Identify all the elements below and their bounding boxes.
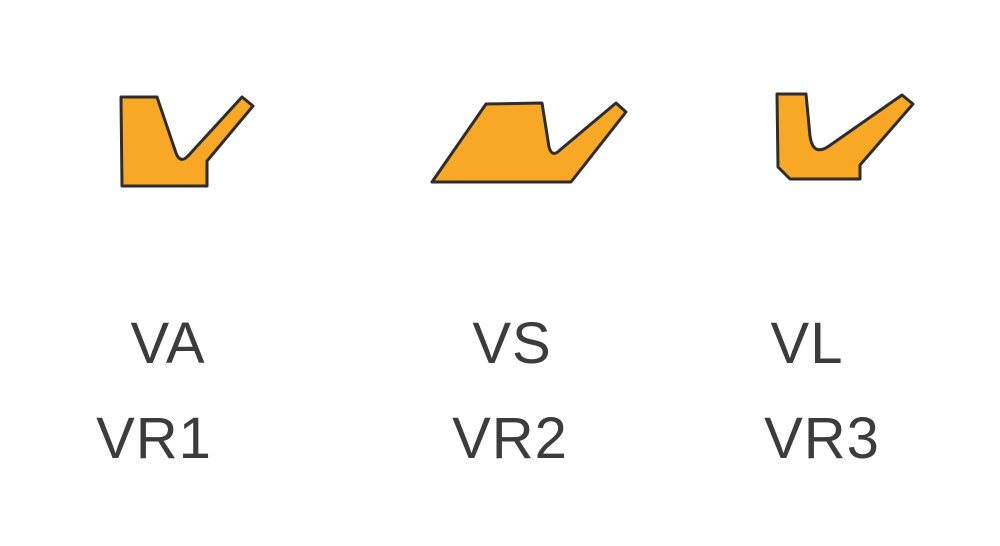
v-seal-profile-s-shape	[430, 101, 628, 184]
label-vr3: VR3	[764, 406, 880, 471]
label-va: VA	[130, 311, 206, 376]
v-seal-profile-a-icon	[119, 95, 255, 188]
v-seal-profile-s-icon	[430, 101, 628, 184]
v-seal-profile-a-shape	[119, 95, 255, 188]
label-vr2: VR2	[452, 406, 568, 471]
label-vs: VS	[472, 311, 552, 376]
v-seal-profile-l-icon	[775, 92, 915, 181]
v-seal-profile-l-shape	[775, 92, 915, 181]
label-vr1: VR1	[96, 406, 212, 471]
label-vl: VL	[770, 311, 844, 376]
